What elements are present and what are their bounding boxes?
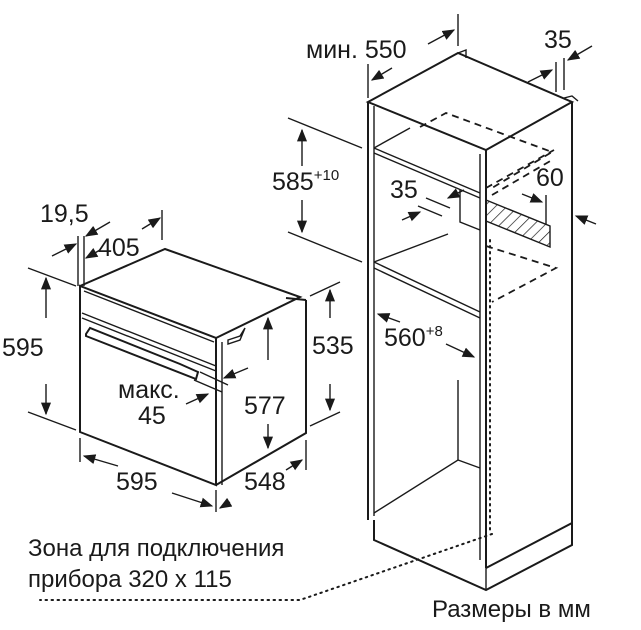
oven-drawing: [27, 210, 341, 512]
dim-niche-width: 560+8: [384, 323, 443, 352]
dim-vent-depth: 60: [536, 164, 564, 192]
dim-front-panel-thickness: 19,5: [40, 200, 89, 228]
door-gap-label: макс.: [118, 376, 180, 404]
cabinet-drawing: [39, 14, 597, 601]
dim-oven-depth: 548: [244, 468, 286, 496]
door-gap-value: 45: [138, 402, 166, 430]
dim-cabinet-min-depth: мин. 550: [306, 36, 407, 64]
dim-oven-height: 595: [2, 334, 44, 362]
dim-body-height: 577: [244, 392, 286, 420]
dim-shelf-setback: 35: [390, 176, 418, 204]
dim-niche-height: 585+10: [272, 167, 340, 196]
dim-oven-width: 595: [116, 468, 158, 496]
connection-zone-line1: Зона для подключения: [28, 535, 285, 562]
connection-zone-line2: прибора 320 x 115: [28, 566, 232, 593]
dim-top-depth: 405: [98, 234, 140, 262]
dim-rear-gap: 35: [544, 26, 572, 54]
units-note: Размеры в мм: [432, 596, 591, 623]
dim-side-height: 535: [312, 332, 354, 360]
